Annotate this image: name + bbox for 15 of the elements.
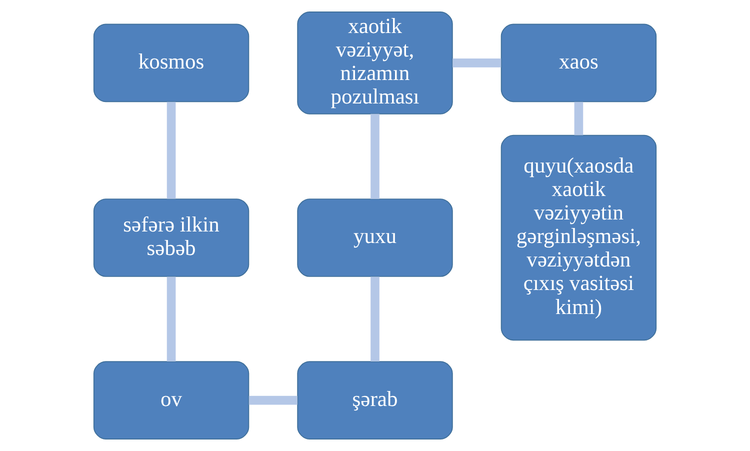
node-box: quyu(xaosda xaotik vəziyyətin gərginləşməsi, vəziyyətdən çıxış vasitəsi kimi): [500, 134, 657, 341]
node-box: xaotik vəziyyət, nizamın pozulması: [297, 12, 453, 114]
connector: [452, 58, 502, 68]
node-box: şərab: [297, 361, 453, 440]
node-box: ov: [93, 361, 250, 440]
connector: [574, 102, 584, 136]
connector: [370, 114, 380, 199]
node-box: yuxu: [297, 198, 453, 277]
node-box: xaos: [500, 24, 657, 102]
connector: [166, 102, 176, 199]
node-box: kosmos: [93, 24, 250, 102]
connector: [248, 396, 298, 405]
connector: [166, 276, 176, 362]
node-box: səfərə ilkin səbəb: [93, 198, 250, 277]
connector: [370, 276, 380, 362]
